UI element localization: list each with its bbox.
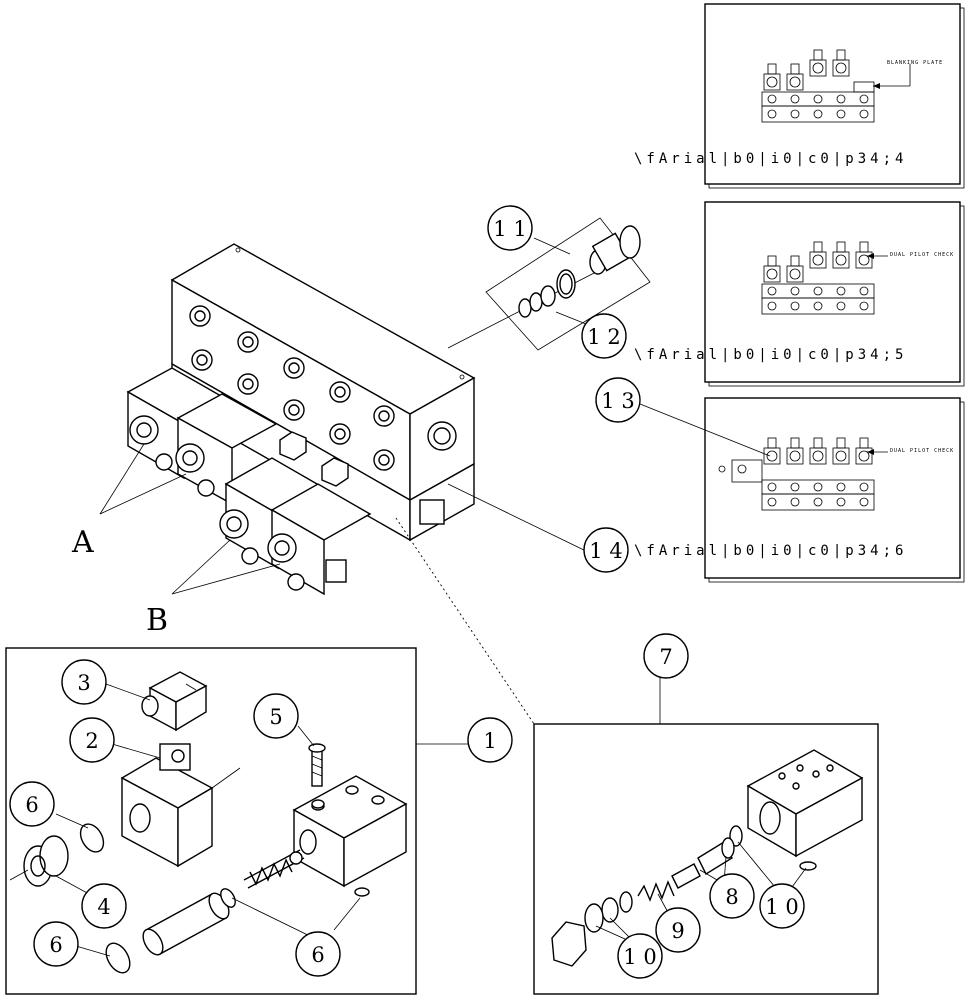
callout-9: 9 xyxy=(655,907,701,953)
label-group-b: B xyxy=(146,539,281,638)
inset-note-dual-a: DUAL PILOT CHECK xyxy=(890,252,954,258)
callout-5: 5 xyxy=(253,693,299,739)
valve-body-part xyxy=(292,775,408,888)
callout-11-text: 1 1 xyxy=(493,217,526,241)
screw-part xyxy=(308,743,326,787)
callout-14: 1 4 xyxy=(583,527,629,573)
inset-blanking-plate: BLANKING PLATE \fArial|b0|i0|c0|p34;4 xyxy=(634,3,965,189)
callout-2-text: 2 xyxy=(85,729,98,753)
callout-14-text: 1 4 xyxy=(589,539,622,563)
inset-frame xyxy=(704,3,961,185)
inset-frame xyxy=(704,201,961,383)
callout-9-text: 9 xyxy=(671,919,684,943)
callout-2: 2 xyxy=(69,717,115,763)
manifold-ports xyxy=(189,305,457,471)
callout-11: 1 1 xyxy=(487,205,533,251)
inset-dual-pilot-check-a: DUAL PILOT CHECK \fArial|b0|i0|c0|p34;5 xyxy=(634,201,965,387)
callout-12: 1 2 xyxy=(581,313,627,359)
inset-code-6: \fArial|b0|i0|c0|p34;6 xyxy=(634,543,907,559)
callout-12-text: 1 2 xyxy=(587,325,620,349)
inset-code-4: \fArial|b0|i0|c0|p34;4 xyxy=(634,151,907,167)
callout-13: 1 3 xyxy=(595,377,641,423)
callout-1-text: 1 xyxy=(483,729,496,753)
callout-6-top: 6 xyxy=(9,781,55,827)
callout-6-bottom-right-text: 6 xyxy=(311,943,324,967)
detail-box-7 xyxy=(533,668,879,995)
letter-a: A xyxy=(71,525,94,560)
spool-part xyxy=(243,849,305,889)
exploded-fitting xyxy=(447,217,651,351)
main-valve-block xyxy=(126,243,476,596)
callout-6-top-text: 6 xyxy=(25,793,38,817)
callout-8: 8 xyxy=(709,873,755,919)
coil-part xyxy=(120,743,241,868)
callout-6-bottom-right: 6 xyxy=(295,931,341,977)
callout-7-text: 7 xyxy=(659,645,672,669)
inset-code-5: \fArial|b0|i0|c0|p34;5 xyxy=(634,347,907,363)
callout-1: 1 xyxy=(467,717,513,763)
callout-6-bottom-left: 6 xyxy=(33,921,79,967)
callout-13-text: 1 3 xyxy=(601,389,634,413)
callout-3: 3 xyxy=(61,659,107,705)
callout-8-text: 8 xyxy=(725,885,738,909)
callout-10-left: 1 0 xyxy=(617,933,663,979)
callout-5-text: 5 xyxy=(269,705,282,729)
callout-3-text: 3 xyxy=(77,671,90,695)
callout-4: 4 xyxy=(81,883,127,929)
inset-frame xyxy=(704,397,961,579)
mini-module xyxy=(731,459,763,483)
tube-part xyxy=(142,888,236,956)
inset-dual-pilot-check-b: DUAL PILOT CHECK \fArial|b0|i0|c0|p34;6 xyxy=(634,397,965,583)
inset-note-dual-b: DUAL PILOT CHECK xyxy=(890,448,954,454)
callout-10-right: 1 0 xyxy=(759,883,805,929)
callout-10-right-text: 1 0 xyxy=(765,895,798,919)
solenoid-pack-b xyxy=(219,457,372,596)
label-group-a: A xyxy=(71,443,187,560)
callout-10-left-text: 1 0 xyxy=(623,945,656,969)
check-valve-block xyxy=(746,749,864,858)
nut-part xyxy=(9,835,69,887)
connector-part xyxy=(141,671,208,732)
letter-b: B xyxy=(146,603,168,638)
inset-note-blanking: BLANKING PLATE xyxy=(887,60,943,66)
callout-7: 7 xyxy=(643,633,689,679)
callout-4-text: 4 xyxy=(97,895,110,919)
callout-6-bottom-left-text: 6 xyxy=(49,933,62,957)
solenoid-pack-a xyxy=(126,367,278,506)
mini-valve-top xyxy=(761,49,875,123)
